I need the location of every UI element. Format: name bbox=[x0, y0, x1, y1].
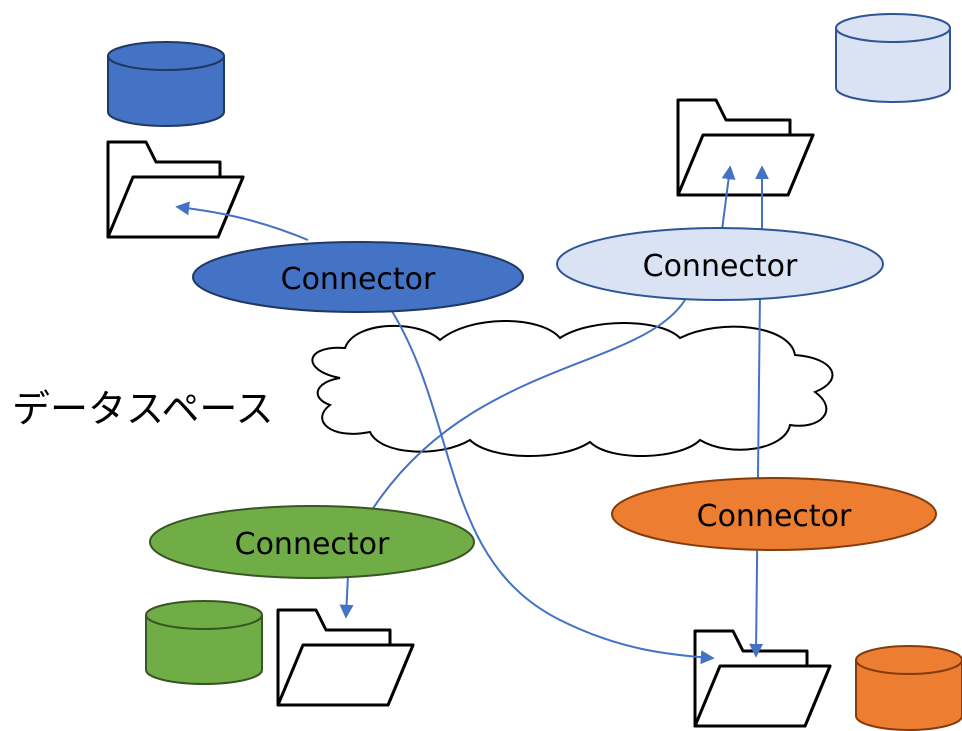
data-space-cloud bbox=[311, 320, 834, 457]
folder-icon-orange bbox=[693, 629, 832, 728]
connector-blue: Connector bbox=[192, 241, 524, 313]
connector-label: Connector bbox=[235, 527, 390, 562]
database-orange bbox=[855, 645, 962, 731]
connector-orange: Connector bbox=[611, 477, 937, 551]
arrow-blue-to-orange-folder bbox=[389, 307, 715, 665]
arrow-lightblue-to-green bbox=[371, 299, 686, 511]
connector-green: Connector bbox=[149, 505, 475, 579]
connector-label: Connector bbox=[643, 249, 798, 284]
connector-label: Connector bbox=[697, 499, 852, 534]
data-space-label: データスペース bbox=[12, 387, 274, 431]
database-green bbox=[145, 600, 263, 685]
arrows bbox=[175, 165, 769, 665]
database-lightblue bbox=[835, 13, 951, 103]
folder-icon-blue bbox=[106, 140, 245, 239]
database-blue bbox=[107, 41, 225, 127]
folder-icon-lightblue bbox=[676, 98, 815, 197]
arrow-lightblue-to-orange-folder bbox=[749, 291, 764, 658]
arrow-lightblue-to-lightblue-folder-1 bbox=[721, 165, 736, 231]
arrow-green-to-green-folder bbox=[339, 574, 354, 619]
connector-lightblue: Connector bbox=[556, 227, 884, 301]
arrow-blue-to-blue-folder bbox=[175, 201, 309, 241]
folder-icon-green bbox=[276, 608, 415, 707]
connector-label: Connector bbox=[281, 262, 436, 297]
